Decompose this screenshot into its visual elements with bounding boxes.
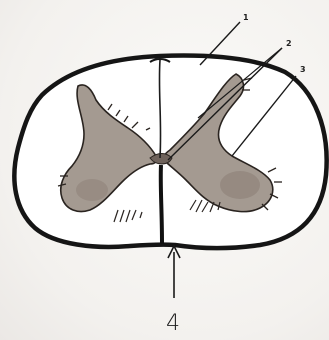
gray-shading-right [220, 171, 260, 199]
label-3: 3 [300, 65, 306, 74]
anterior-median-fissure [161, 165, 162, 244]
label-2: 2 [286, 39, 292, 48]
label-4: 4 [166, 311, 180, 336]
gray-shading-left [76, 179, 108, 201]
label-1: 1 [243, 13, 249, 22]
